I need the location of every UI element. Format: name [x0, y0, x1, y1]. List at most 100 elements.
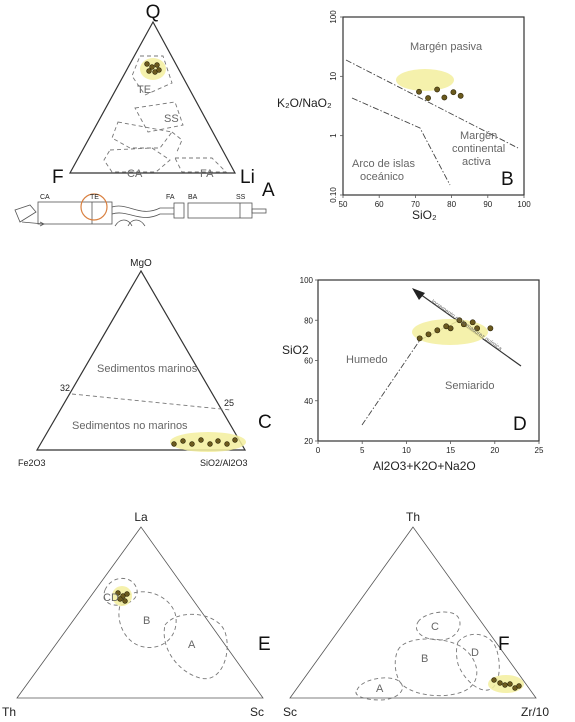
block-ba-ss	[187, 202, 253, 219]
x-tick-label: 80	[447, 200, 456, 209]
data-point	[450, 89, 457, 96]
y-tick-label: 100	[329, 10, 338, 24]
panel-c: MgO Fe2O3 SiO2/Al2O3 32 25 Sedimentos ma…	[18, 258, 272, 468]
sample-point	[224, 441, 230, 447]
region-active-margin-line3: activa	[462, 156, 492, 168]
panel-b-plot-area	[342, 16, 525, 196]
data-point	[434, 327, 441, 334]
sample-point	[215, 438, 221, 444]
rift-arrow-left	[114, 219, 133, 227]
x-tick-label: 15	[446, 446, 455, 455]
sample-point	[198, 437, 204, 443]
y-tick-label: 20	[304, 437, 313, 446]
panel-b-sample-highlight	[396, 69, 454, 91]
panel-a-letter: A	[262, 180, 275, 201]
maturity-arrow-head	[412, 288, 425, 300]
x-tick-label: 20	[490, 446, 499, 455]
apex-th-label-f: Th	[406, 510, 420, 524]
x-tick-label: 25	[535, 446, 544, 455]
apex-q-label: Q	[146, 2, 161, 23]
data-point	[460, 321, 467, 328]
field-a-outline-f	[355, 677, 403, 701]
y-tick-label: 0.10	[329, 187, 338, 203]
panel-d-y-axis-label: SiO2	[282, 343, 309, 357]
field-cd-label: CD	[103, 592, 119, 604]
panel-d-points	[416, 317, 494, 342]
region-active-margin-line2: continental	[452, 143, 505, 155]
la-th-sc-triangle	[16, 526, 264, 699]
sample-point	[156, 67, 162, 73]
x-tick-label: 90	[483, 200, 492, 209]
field-b-outline	[118, 591, 177, 648]
y-tick-label: 60	[304, 357, 313, 366]
sample-point	[232, 437, 238, 443]
data-point	[416, 335, 423, 342]
apex-sc-label-f: Sc	[283, 705, 297, 719]
panel-d-letter: D	[513, 414, 527, 435]
panel-f: Th Sc Zr/10 C B D A F	[283, 510, 549, 719]
apex-f-label: F	[52, 167, 64, 188]
apex-la-label: La	[134, 510, 148, 524]
field-d-label: D	[471, 647, 479, 659]
region-passive-margin: Margén pasiva	[410, 41, 483, 53]
field-a-label: A	[188, 639, 196, 651]
data-point	[487, 325, 494, 332]
y-tick-label: 1	[329, 133, 338, 138]
sample-point	[146, 68, 152, 74]
qfl-triangle	[68, 20, 237, 174]
panel-b-x-axis-label: SiO₂	[412, 208, 437, 222]
panel-b-letter: B	[501, 169, 514, 190]
field-divider	[171, 131, 183, 155]
sample-point	[154, 62, 160, 68]
sample-point	[122, 598, 128, 604]
region-semiarid: Semiarido	[445, 380, 495, 392]
field-b-label-f: B	[421, 653, 428, 665]
panel-e-letter: E	[258, 634, 271, 655]
panel-d-x-axis-label: Al2O3+K2O+Na2O	[373, 459, 476, 473]
region-island-arc-line1: Arco de islas	[352, 158, 415, 170]
data-point	[434, 86, 441, 93]
apex-fe2o3-label: Fe2O3	[18, 458, 46, 468]
data-point	[425, 95, 431, 101]
x-tick-label: 60	[375, 200, 384, 209]
data-point	[456, 317, 463, 324]
data-point	[469, 319, 476, 326]
section-fa-label: FA	[166, 194, 175, 201]
data-point	[474, 325, 481, 332]
sample-point	[144, 61, 150, 67]
section-ss-label: SS	[236, 194, 246, 201]
arc-boundary	[351, 97, 451, 186]
sample-point	[207, 441, 213, 447]
panel-a: Q F Li TE SS CA FA A CA TE FA BA	[14, 2, 275, 227]
region-humid: Humedo	[346, 354, 388, 366]
field-te-outline	[131, 55, 173, 96]
field-fa-label: FA	[200, 168, 214, 180]
sample-point	[502, 682, 508, 688]
sample-point	[149, 64, 155, 70]
passive-margin-boundary	[345, 59, 519, 149]
panel-f-letter: F	[498, 634, 510, 655]
field-ca-label: CA	[127, 168, 143, 180]
panel-c-sample-highlight	[170, 432, 246, 452]
field-hex-mid	[111, 121, 173, 149]
apex-zr10-label: Zr/10	[521, 705, 549, 719]
te-samples	[144, 61, 162, 75]
sample-point	[189, 441, 195, 447]
region-active-margin-line1: Margén	[460, 130, 497, 142]
y-tick-label: 100	[300, 276, 314, 285]
x-tick-label: 10	[402, 446, 411, 455]
field-ss-label: SS	[164, 113, 179, 125]
sample-point	[516, 683, 522, 689]
apex-th-label: Th	[2, 705, 16, 719]
block-fa	[173, 202, 185, 219]
field-ca-outline	[103, 147, 171, 173]
data-point	[416, 88, 422, 95]
basin-profile-lower	[111, 212, 174, 218]
apex-li-label: Li	[240, 167, 255, 188]
field-d-outline	[456, 633, 500, 691]
y-tick-label: 80	[304, 316, 313, 325]
